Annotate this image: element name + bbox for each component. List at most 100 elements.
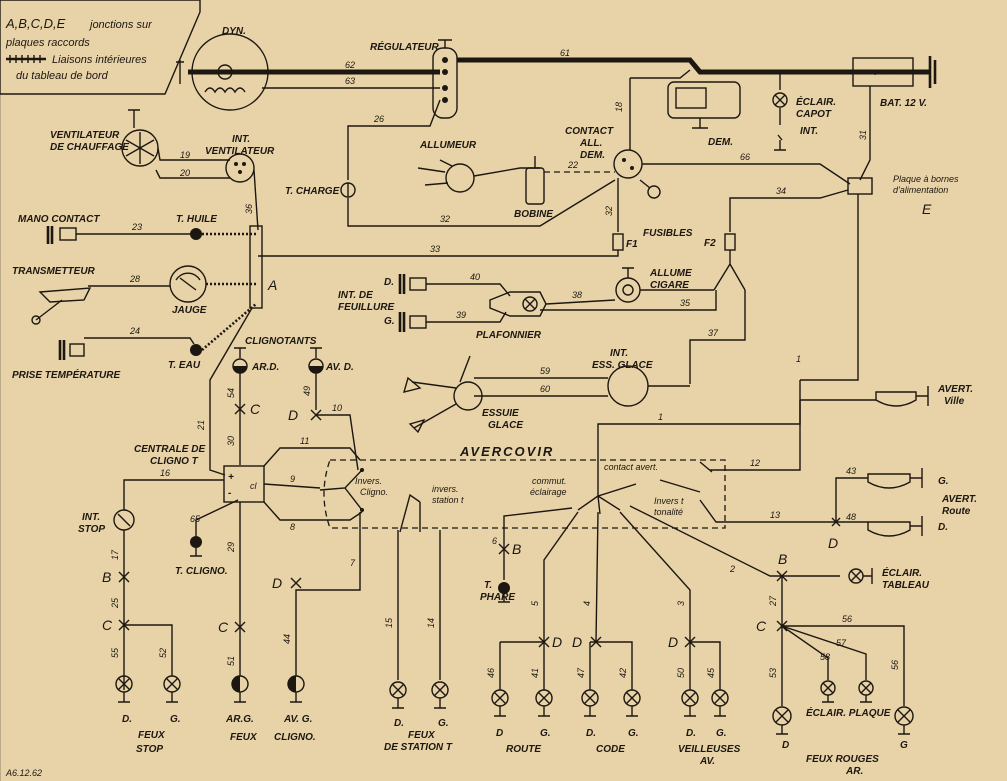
feux-stop-label-1: FEUX <box>138 730 166 741</box>
wire-10: 10 <box>332 403 342 413</box>
junction-a: A <box>249 225 277 309</box>
feux-rouges-label-2: AR. <box>845 766 863 777</box>
avert-ville-label-2: Ville <box>944 396 965 407</box>
wire-2: 2 <box>729 564 735 574</box>
code-g-label: G. <box>628 728 639 739</box>
svg-text:-: - <box>228 488 232 499</box>
wire-41: 41 <box>530 668 540 678</box>
commut-label-1: commut. <box>532 476 567 486</box>
cl-label: cl <box>250 481 258 491</box>
wire-58: 58 <box>820 652 830 662</box>
f2-label: F2 <box>704 238 716 249</box>
rouge-g-label: G <box>900 740 908 751</box>
mano-contact: MANO CONTACT <box>18 214 100 244</box>
wire-20: 20 <box>179 168 190 178</box>
wire-5: 5 <box>530 600 540 606</box>
lamp-stop-d <box>115 675 133 703</box>
wire-48: 48 <box>846 512 856 522</box>
veilleuses-label-2: AV. <box>699 756 715 767</box>
wire-46: 46 <box>486 668 496 678</box>
wire-30: 30 <box>226 436 236 446</box>
junction-e: E <box>922 201 932 217</box>
int-ess-glace-label-1: INT. <box>610 348 628 359</box>
wire-61: 61 <box>560 48 570 58</box>
t-phare-label-1: T. <box>484 580 492 591</box>
wire-29: 29 <box>226 542 236 553</box>
wire-7: 7 <box>350 558 356 568</box>
eclair-capot: ÉCLAIR. CAPOT INT. <box>772 72 836 151</box>
station-d-label: D. <box>394 718 404 729</box>
avert-d-label: D. <box>938 522 948 533</box>
veil-g-label: G. <box>716 728 727 739</box>
wire-15: 15 <box>384 617 394 628</box>
junction-c-rouges: C <box>756 618 767 634</box>
battery: + - BAT. 12 V. <box>852 56 937 109</box>
avercovir-label: AVERCOVIR <box>459 444 554 459</box>
wire-33: 33 <box>430 244 440 254</box>
contact-label-1: CONTACT <box>565 126 614 137</box>
wire-40: 40 <box>470 272 480 282</box>
code-label: CODE <box>596 744 625 755</box>
wire-39: 39 <box>456 310 466 320</box>
plaque-alimentation: Plaque à bornes d'alimentation E <box>847 174 959 217</box>
junction-b-stop: B <box>102 569 111 585</box>
fusible-f1: F1 <box>612 233 638 251</box>
wire-22: 22 <box>567 160 578 170</box>
plaque-label-2: d'alimentation <box>893 185 948 195</box>
wire-26: 26 <box>373 114 384 124</box>
bobine-label: BOBINE <box>514 209 553 220</box>
regulateur: RÉGULATEUR <box>370 39 458 119</box>
svg-text:+: + <box>872 68 878 79</box>
int-ventilateur-label-1: INT. <box>232 134 250 145</box>
wire-19: 19 <box>180 150 190 160</box>
int-ess-glace-label-2: ESS. GLACE <box>592 360 653 371</box>
wire-52: 52 <box>158 648 168 658</box>
feux-stop-label-2: STOP <box>136 744 163 755</box>
wire-51: 51 <box>226 656 236 666</box>
wire-9: 9 <box>290 474 295 484</box>
t-phare-lamp: T. PHARE <box>480 580 515 603</box>
t-huile-lamp: T. HUILE <box>176 214 217 240</box>
avert-route: G. D. AVERT. Route <box>867 468 977 537</box>
code-d-label: D. <box>586 728 596 739</box>
wire-12: 12 <box>750 458 760 468</box>
lamp-veil-d <box>681 689 699 717</box>
centrale-label-2: CLIGNO T <box>150 456 199 467</box>
lamp-code-g <box>623 689 641 717</box>
wire-54: 54 <box>226 388 236 398</box>
lamp-ar-g <box>231 675 249 703</box>
wire-34: 34 <box>776 186 786 196</box>
junction-d-upper: D <box>288 407 298 423</box>
bottom-lamps <box>115 675 914 735</box>
wire-60: 60 <box>540 384 550 394</box>
demarreur: DEM. <box>667 81 741 148</box>
wire-18: 18 <box>614 102 624 112</box>
int-ess-glace: INT. ESS. GLACE <box>592 348 653 407</box>
wire-63: 63 <box>345 76 355 86</box>
junction-d-route: D <box>552 634 562 650</box>
feux-rouges-label-1: FEUX ROUGES <box>806 754 879 765</box>
wire-8: 8 <box>290 522 295 532</box>
feux-cligno-label-1: FEUX <box>230 732 258 743</box>
fusible-f2: F2 <box>704 233 736 251</box>
allume-cigare: ALLUME CIGARE <box>615 267 692 303</box>
route-g-label: G. <box>540 728 551 739</box>
lamp-rouge-d <box>772 706 792 735</box>
wire-47: 47 <box>576 667 586 678</box>
legend-tableau: du tableau de bord <box>16 70 109 82</box>
jauge: JAUGE <box>169 265 207 316</box>
feuillure-g-label: G. <box>384 316 395 327</box>
feuillure-d-label: D. <box>384 277 394 288</box>
wire-36: 36 <box>244 204 254 214</box>
legend-junctions: A,B,C,D,E <box>5 16 66 31</box>
eclair-tableau-label-1: ÉCLAIR. <box>882 566 922 579</box>
lamp-station-d <box>389 681 407 709</box>
junction-d-veilleuses: D <box>668 634 678 650</box>
jauge-label: JAUGE <box>172 305 207 316</box>
lamp-station-g <box>431 681 449 709</box>
eclair-tableau-label-2: TABLEAU <box>882 580 930 591</box>
cli-arg-label: AR.G. <box>225 714 254 725</box>
junction-d-avert: D <box>828 535 838 551</box>
wire-4: 4 <box>582 601 592 606</box>
